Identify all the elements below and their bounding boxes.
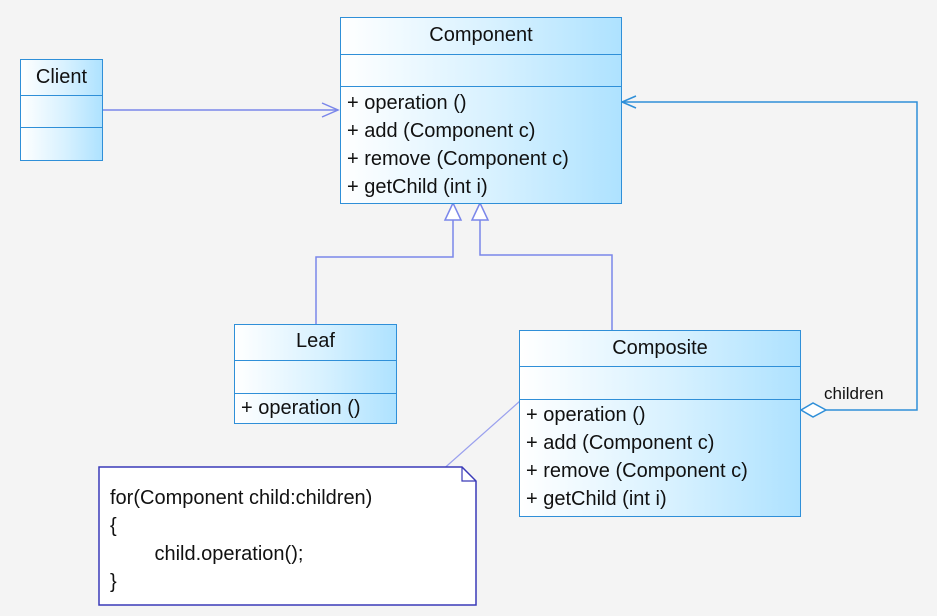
leaf-generalization-triangle [443,201,463,221]
leaf-operations: + operation () [235,394,396,422]
operation-item: + add (Component c) [526,432,715,454]
leaf-class-name: Leaf [235,325,396,361]
leaf-attributes [235,361,396,394]
composite-class[interactable]: Composite + operation () + add (Componen… [519,330,801,517]
operation-item: + getChild (int i) [347,176,488,198]
composite-generalization-triangle [470,201,490,221]
operation-item: + operation () [347,92,467,114]
note-text: for(Component child:children) { child.op… [98,467,476,605]
client-class-name: Client [21,60,102,96]
aggregation-diamond [799,402,828,418]
operation-item: + operation () [241,397,361,419]
note-line: child.operation(); [110,543,304,565]
association-arrowhead [321,102,340,118]
note-line: for(Component child:children) [110,487,373,509]
component-operations: + operation () + add (Component c) + rem… [341,87,621,201]
aggregation-arrowhead [620,95,637,109]
operation-item: + remove (Component c) [526,460,748,482]
composite-attributes [520,367,800,400]
note-fold [461,467,476,482]
component-class-name: Component [341,18,621,55]
composite-operations: + operation () + add (Component c) + rem… [520,400,800,513]
composite-class-name: Composite [520,331,800,367]
operation-item: + add (Component c) [347,120,536,142]
note-connector-line [439,400,521,473]
note-line: } [110,571,117,593]
operation-item: + operation () [526,404,646,426]
note-line: { [110,515,117,537]
leaf-generalization-line [315,220,454,324]
note-shape [98,466,477,606]
operation-item: + getChild (int i) [526,488,667,510]
client-attributes [21,96,102,128]
leaf-class[interactable]: Leaf + operation () [234,324,397,424]
client-class[interactable]: Client [20,59,103,161]
children-aggregation-line [622,101,918,411]
composite-generalization-line [479,220,613,330]
operation-item: + remove (Component c) [347,148,569,170]
children-role-label: children [824,384,884,403]
component-attributes [341,55,621,87]
component-class[interactable]: Component + operation () + add (Componen… [340,17,622,204]
